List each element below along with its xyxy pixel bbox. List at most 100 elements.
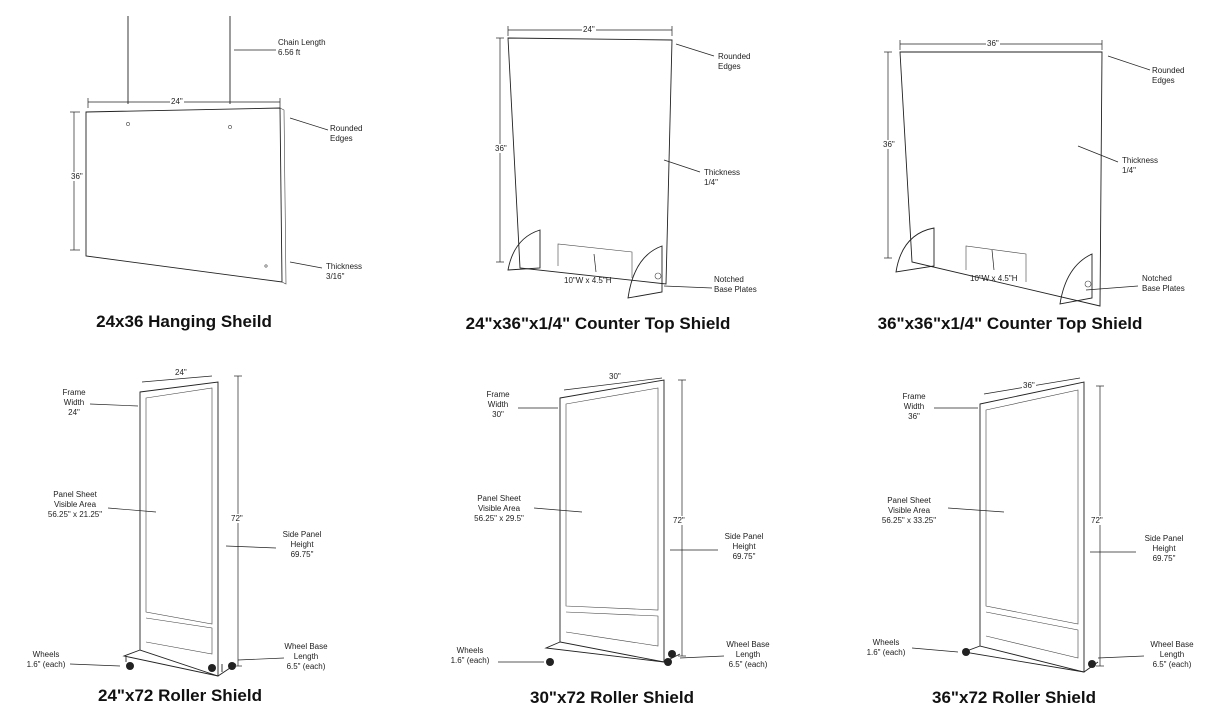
panel-sheet-line-3: 56.25" x 33.25" (881, 516, 937, 525)
panel-sheet-line-2: Visible Area (477, 504, 521, 513)
frame-width-line-1: Frame (902, 392, 926, 401)
side-panel-line-2: Height (290, 540, 314, 549)
frame-width-line-2: Width (487, 400, 509, 409)
wheel-base-line-3: 6.5" (each) (286, 662, 326, 671)
wheel-base-line-1: Wheel Base (1150, 640, 1194, 649)
width-dimension: 24" (174, 368, 188, 377)
width-dimension: 24" (170, 97, 184, 106)
figure-caption: 24"x72 Roller Shield (98, 686, 262, 705)
panel-sheet-line-1: Panel Sheet (477, 494, 521, 503)
rounded-edges-label: Rounded Edges (330, 124, 362, 144)
panel-sheet-line-2: Visible Area (887, 506, 931, 515)
side-panel-label: Side Panel Height 69.75" (272, 530, 332, 560)
thickness-label: Thickness 1/4" (1122, 156, 1158, 176)
rounded-edges-label: Rounded Edges (718, 52, 750, 72)
panel-sheet-label: Panel Sheet Visible Area 56.25" x 21.25" (30, 490, 120, 520)
rounded-edges-line-2: Edges (718, 62, 741, 71)
width-dimension: 30" (608, 372, 622, 381)
base-plates-label: Notched Base Plates (714, 275, 757, 295)
wheel-base-line-2: Length (735, 650, 761, 659)
width-dimension: 36" (1022, 381, 1036, 390)
hanging-shield-figure: Chain Length 6.56 ft 24" 36" Rounded Edg… (0, 0, 408, 360)
wheel-base-line-3: 6.5" (each) (1152, 660, 1192, 669)
thickness-line-1: Thickness (1122, 156, 1159, 165)
side-panel-line-3: 69.75" (290, 550, 314, 559)
wheel-base-label: Wheel Base Length 6.5" (each) (718, 640, 778, 670)
notch-size-label: 10"W x 4.5"H (970, 274, 1018, 283)
width-dimension: 36" (986, 39, 1000, 48)
height-dimension: 72" (230, 514, 244, 523)
side-panel-line-3: 69.75" (732, 552, 756, 561)
counter-shield-36-figure: 36" 36" Rounded Edges Thickness 1/4" 10"… (816, 0, 1224, 360)
figure-caption: 24x36 Hanging Sheild (96, 312, 272, 331)
height-dimension: 36" (494, 144, 508, 153)
frame-width-line-2: Width (903, 402, 925, 411)
wheel-base-label: Wheel Base Length 6.5" (each) (1142, 640, 1202, 670)
thickness-line-1: Thickness (326, 262, 363, 271)
panel-sheet-label: Panel Sheet Visible Area 56.25" x 33.25" (864, 496, 954, 526)
wheels-label: Wheels 1.6" (each) (440, 646, 500, 666)
frame-width-line-1: Frame (62, 388, 86, 397)
wheel-base-line-1: Wheel Base (726, 640, 770, 649)
thickness-line-2: 3/16" (326, 272, 345, 281)
frame-width-line-1: Frame (486, 390, 510, 399)
wheels-line-1: Wheels (872, 638, 900, 647)
rounded-edges-line-1: Rounded (718, 52, 751, 61)
panel-sheet-line-3: 56.25" x 21.25" (47, 510, 103, 519)
rounded-edges-line-2: Edges (1152, 76, 1175, 85)
wheels-label: Wheels 1.6" (each) (16, 650, 76, 670)
frame-width-line-3: 30" (492, 410, 504, 419)
thickness-label: Thickness 3/16" (326, 262, 362, 282)
hanging-shield-drawing (70, 16, 329, 285)
width-dimension: 24" (582, 25, 596, 34)
wheels-line-2: 1.6" (each) (26, 660, 66, 669)
frame-width-line-3: 36" (908, 412, 920, 421)
side-panel-line-1: Side Panel (1144, 534, 1184, 543)
counter-shield-24-drawing (496, 26, 715, 299)
panel-sheet-label: Panel Sheet Visible Area 56.25" x 29.5" (454, 494, 544, 524)
panel-sheet-line-1: Panel Sheet (53, 490, 97, 499)
side-panel-line-1: Side Panel (724, 532, 764, 541)
frame-width-label: Frame Width 30" (478, 390, 518, 420)
height-dimension: 36" (882, 140, 896, 149)
frame-width-line-2: Width (63, 398, 85, 407)
panel-sheet-line-1: Panel Sheet (887, 496, 931, 505)
counter-shield-36-drawing (884, 40, 1151, 307)
wheels-label: Wheels 1.6" (each) (856, 638, 916, 658)
frame-width-line-3: 24" (68, 408, 80, 417)
base-plates-line-2: Base Plates (714, 285, 757, 294)
side-panel-label: Side Panel Height 69.75" (1134, 534, 1194, 564)
wheels-line-1: Wheels (456, 646, 484, 655)
side-panel-line-3: 69.75" (1152, 554, 1176, 563)
side-panel-line-2: Height (732, 542, 756, 551)
roller-shield-24-figure: 24" 72" Frame Width 24" Panel Sheet Visi… (0, 360, 408, 720)
thickness-line-2: 1/4" (704, 178, 718, 187)
rounded-edges-line-1: Rounded (330, 124, 363, 133)
rounded-edges-label: Rounded Edges (1152, 66, 1184, 86)
rounded-edges-line-2: Edges (330, 134, 353, 143)
roller-shield-30-drawing (498, 377, 725, 666)
roller-shield-36-figure: 36" 72" Frame Width 36" Panel Sheet Visi… (816, 360, 1224, 720)
thickness-line-2: 1/4" (1122, 166, 1136, 175)
wheels-line-2: 1.6" (each) (866, 648, 906, 657)
wheel-base-line-2: Length (293, 652, 319, 661)
side-panel-label: Side Panel Height 69.75" (714, 532, 774, 562)
base-plates-label: Notched Base Plates (1142, 274, 1185, 294)
roller-shield-36-drawing (911, 377, 1145, 673)
side-panel-line-2: Height (1152, 544, 1176, 553)
wheels-line-1: Wheels (32, 650, 60, 659)
rounded-edges-line-1: Rounded (1152, 66, 1185, 75)
wheels-line-2: 1.6" (each) (450, 656, 490, 665)
height-dimension: 36" (70, 172, 84, 181)
panel-sheet-line-3: 56.25" x 29.5" (474, 514, 524, 523)
notch-size-label: 10"W x 4.5"H (564, 276, 612, 285)
chain-length-line-1: Chain Length (278, 38, 326, 47)
counter-shield-24-figure: 24" 36" Rounded Edges Thickness 1/4" 10"… (408, 0, 816, 360)
height-dimension: 72" (1090, 516, 1104, 525)
figure-caption: 36"x36"x1/4" Counter Top Shield (877, 314, 1143, 333)
frame-width-label: Frame Width 36" (894, 392, 934, 422)
frame-width-label: Frame Width 24" (54, 388, 94, 418)
wheel-base-line-2: Length (1159, 650, 1185, 659)
wheel-base-line-1: Wheel Base (284, 642, 328, 651)
